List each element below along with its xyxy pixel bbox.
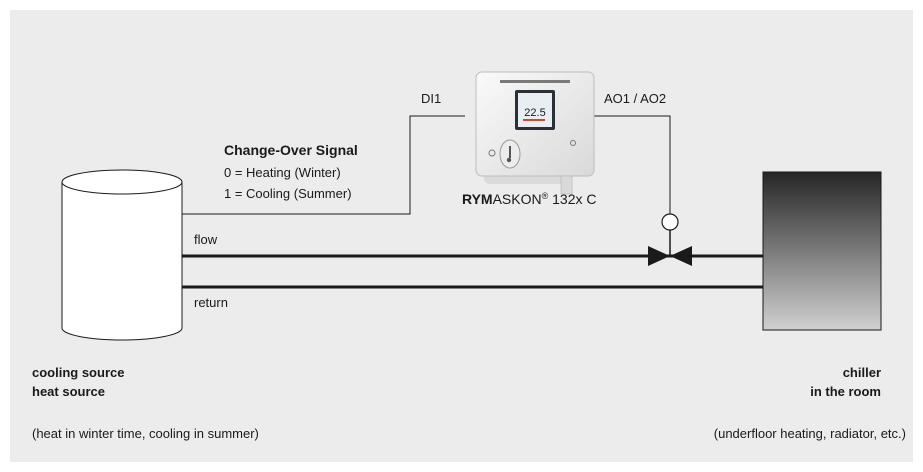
return-label: return bbox=[194, 295, 228, 310]
source-note: (heat in winter time, cooling in summer) bbox=[32, 426, 259, 441]
change-over-heating: 0 = Heating (Winter) bbox=[224, 165, 341, 180]
rymaskon-controller: 22.5 bbox=[475, 71, 595, 195]
source-title-line1: cooling source bbox=[32, 365, 124, 380]
source-title-line2: heat source bbox=[32, 384, 105, 399]
three-way-valve-icon bbox=[648, 246, 692, 266]
signal-wire-di1 bbox=[182, 115, 465, 215]
chiller-unit bbox=[762, 171, 882, 331]
room-title-line1: chiller bbox=[843, 365, 881, 380]
flow-label: flow bbox=[194, 232, 218, 247]
change-over-title: Change-Over Signal bbox=[224, 142, 358, 158]
heat-source-cylinder bbox=[61, 169, 183, 341]
room-note: (underfloor heating, radiator, etc.) bbox=[714, 426, 906, 441]
diagram-panel: 22.5 DI1 AO1 / AO2 Change-Over Signal 0 … bbox=[10, 10, 913, 462]
hydraulic-diagram: 22.5 DI1 AO1 / AO2 Change-Over Signal 0 … bbox=[32, 71, 906, 441]
room-title-line2: in the room bbox=[810, 384, 881, 399]
device-name: RYMASKON® 132x C bbox=[462, 191, 597, 207]
device-display-value: 22.5 bbox=[524, 107, 545, 119]
actuator-icon bbox=[661, 213, 679, 231]
change-over-cooling: 1 = Cooling (Summer) bbox=[224, 186, 352, 201]
signal-wire-ao bbox=[593, 115, 671, 214]
di1-label: DI1 bbox=[421, 91, 441, 106]
ao-label: AO1 / AO2 bbox=[604, 91, 666, 106]
